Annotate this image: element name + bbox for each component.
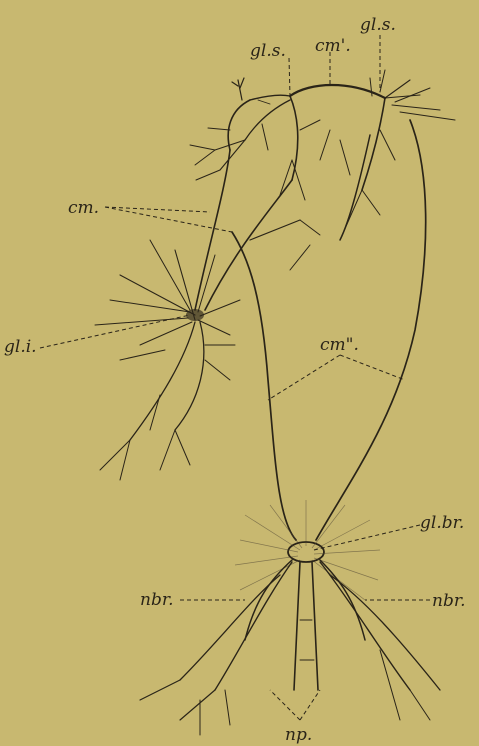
long-commissures-cm2 bbox=[232, 120, 426, 540]
label-cm-prime: cm'. bbox=[315, 36, 351, 56]
brachial-ganglion bbox=[235, 500, 380, 600]
label-nbr-left: nbr. bbox=[140, 590, 174, 610]
leader-lines bbox=[40, 35, 430, 720]
upper-right-branches bbox=[320, 70, 455, 240]
lower-branches bbox=[140, 560, 440, 735]
label-gl-i: gl.i. bbox=[4, 337, 37, 357]
label-nbr-right: nbr. bbox=[432, 591, 466, 611]
infra-ganglion bbox=[95, 240, 240, 480]
label-cm-double-prime: cm". bbox=[320, 335, 359, 355]
upper-left-branches bbox=[190, 100, 320, 200]
label-cm: cm. bbox=[68, 198, 99, 218]
label-gl-br: gl.br. bbox=[420, 513, 464, 533]
label-gl-s-left: gl.s. bbox=[250, 41, 286, 61]
label-gl-s-right: gl.s. bbox=[360, 15, 396, 35]
connective-commissures-cm bbox=[195, 150, 320, 310]
label-np: np. bbox=[285, 725, 312, 745]
